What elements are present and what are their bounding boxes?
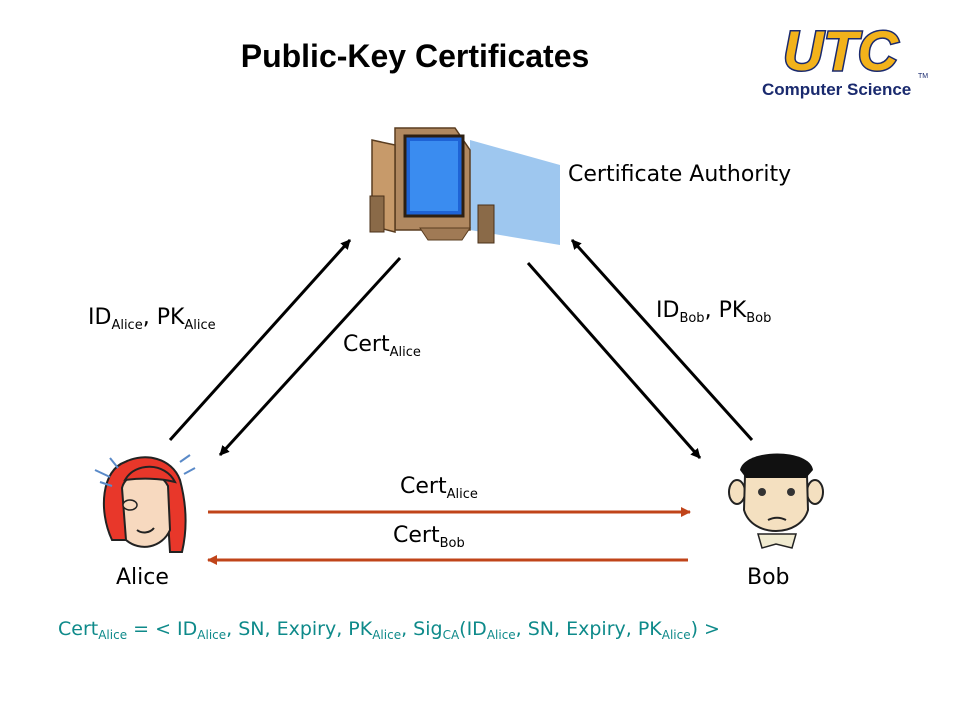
- edge-label-alice-to-bob: CertAlice: [400, 474, 478, 502]
- svg-text:TM: TM: [918, 73, 928, 80]
- edge-label-alice-to-ca: IDAlice, PKAlice: [88, 305, 216, 333]
- ca-label: Certificate Authority: [568, 162, 792, 187]
- cert-formula: CertAlice = < IDAlice, SN, Expiry, PKAli…: [58, 618, 720, 642]
- computer-icon: [369, 127, 560, 245]
- slide-title: Public-Key Certificates: [240, 38, 590, 74]
- edge-label-ca-to-alice: CertAlice: [343, 332, 421, 360]
- utc-logo: UTC TM: [782, 18, 929, 84]
- arrow-ca-to-bob: [526, 262, 702, 459]
- arrow-bob-to-ca: [570, 238, 754, 442]
- arrow-ca-to-alice: [218, 256, 402, 457]
- arrow-alice-to-ca: [168, 238, 352, 442]
- man-face-icon: [728, 453, 824, 549]
- alice-label: Alice: [116, 565, 169, 590]
- woman-face-icon: [94, 454, 196, 553]
- utc-logo-text: UTC: [783, 19, 900, 82]
- edge-label-bob-to-alice: CertBob: [393, 523, 465, 551]
- edge-label-bob-to-ca: IDBob, PKBob: [656, 298, 772, 326]
- bob-label: Bob: [747, 565, 790, 590]
- logo-subtitle: Computer Science: [762, 80, 912, 99]
